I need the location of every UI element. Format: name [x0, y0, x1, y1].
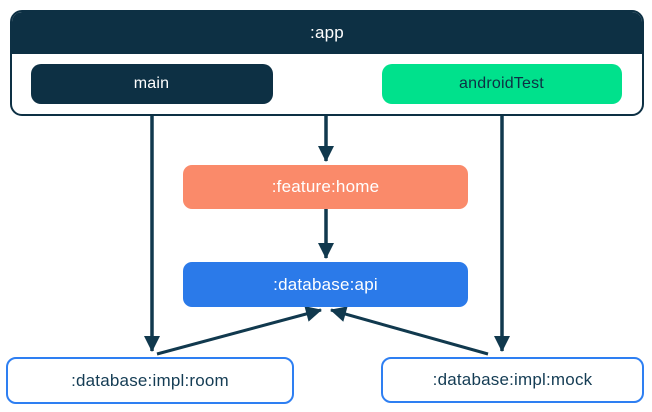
node-main-label: main: [133, 74, 170, 92]
node-app: :app main androidTest: [10, 10, 644, 116]
node-database-impl-room-label: :database:impl:room: [71, 370, 229, 390]
node-android-test: androidTest: [381, 63, 622, 104]
edge-database-impl-room-to-database-api: [156, 306, 322, 356]
node-feature-home-label: :feature:home: [271, 177, 380, 196]
node-feature-home: :feature:home: [183, 165, 468, 209]
edge-database-impl-mock-to-database-api: [330, 306, 489, 356]
node-app-header: :app: [12, 12, 642, 54]
node-database-api: :database:api: [183, 262, 468, 307]
node-database-impl-mock: :database:impl:mock: [381, 357, 644, 403]
node-main: main: [30, 63, 273, 104]
node-database-impl-room: :database:impl:room: [6, 357, 294, 404]
node-database-impl-mock-label: :database:impl:mock: [432, 370, 593, 389]
node-android-test-label: androidTest: [459, 74, 544, 92]
node-app-label: :app: [310, 23, 344, 42]
node-database-api-label: :database:api: [273, 274, 378, 294]
